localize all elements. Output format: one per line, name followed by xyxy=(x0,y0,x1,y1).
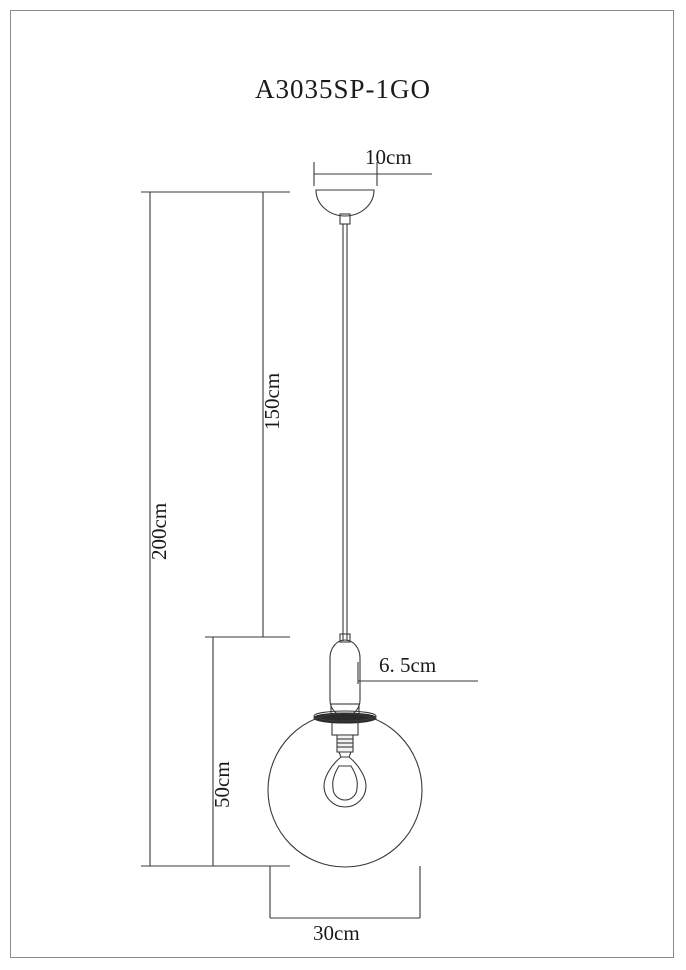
dimension-label-globe-width: 30cm xyxy=(313,921,360,945)
suspension-cord xyxy=(342,224,348,641)
dimension-canopy-width xyxy=(313,162,432,186)
dimension-total-height xyxy=(141,191,290,867)
dimension-label-canopy-width: 10cm xyxy=(365,145,412,169)
dimension-label-globe-drop: 50cm xyxy=(210,761,234,808)
page-title: A3035SP-1GO xyxy=(254,74,432,104)
dimension-holder-height xyxy=(357,662,478,684)
lamp-holder-capsule xyxy=(329,633,361,717)
dimension-label-holder-height: 6. 5cm xyxy=(379,653,437,677)
dimension-label-cord-drop: 150cm xyxy=(260,372,284,430)
glass-globe-sphere xyxy=(267,712,423,868)
dimension-cord-drop xyxy=(205,192,290,638)
page-border-frame xyxy=(10,10,674,958)
dimension-label-total-height: 200cm xyxy=(147,502,171,560)
incandescent-bulb xyxy=(323,756,367,808)
ceiling-canopy-dome xyxy=(315,189,375,225)
bulb-socket xyxy=(331,720,359,758)
dimension-globe-width xyxy=(269,866,421,919)
